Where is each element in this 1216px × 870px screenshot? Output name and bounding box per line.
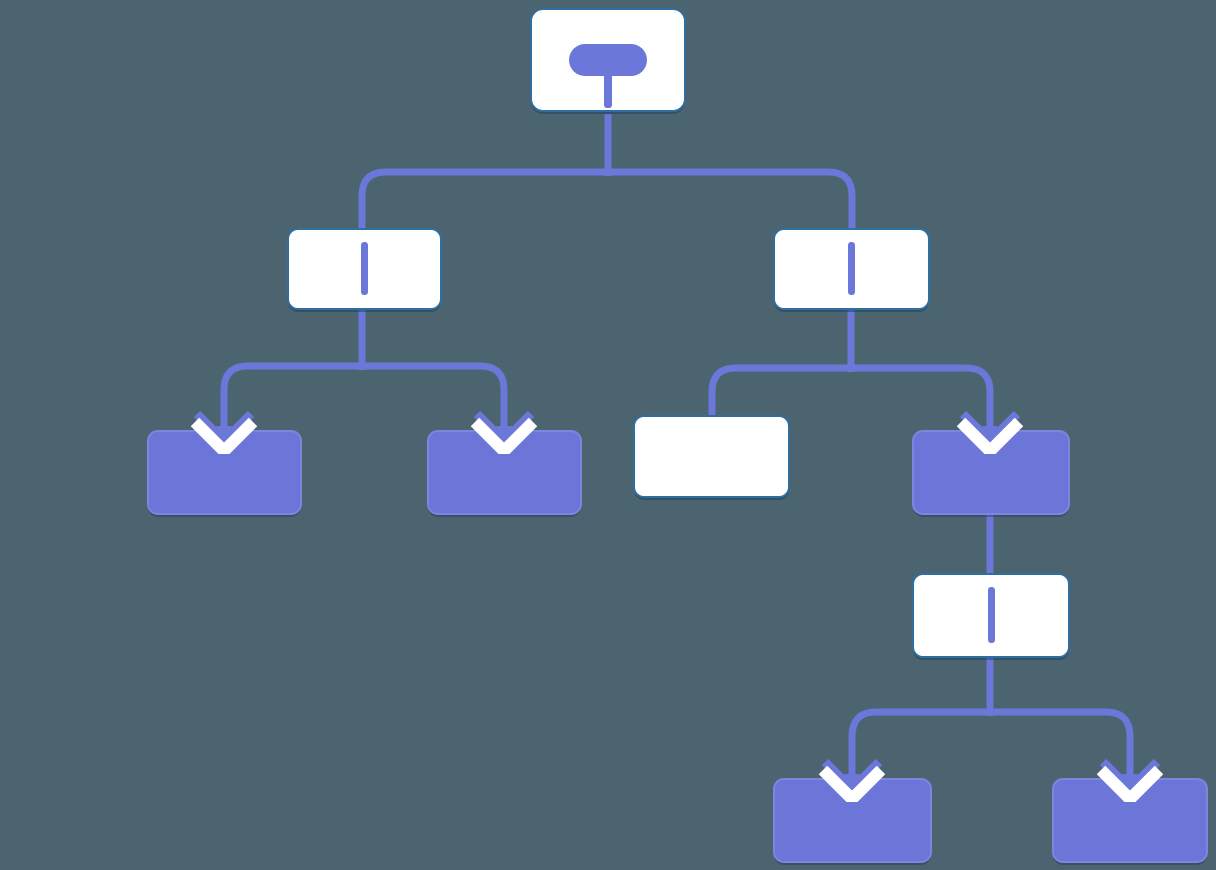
- drop-arrow-icon: [468, 390, 540, 454]
- edge-lower-subtree-bar: [848, 708, 1134, 750]
- root-pill-shape: [569, 44, 647, 76]
- node-child-plain: [633, 415, 790, 498]
- drop-arrow-icon: [1094, 738, 1166, 802]
- pass-through-line-icon: [987, 587, 995, 643]
- pass-through-line-icon: [361, 242, 368, 295]
- node-root: [530, 8, 686, 112]
- drop-arrow-icon: [954, 390, 1026, 454]
- edge-left-subtree-bar: [220, 362, 508, 402]
- node-branch-right: [773, 228, 930, 310]
- edge-level1-bar: [358, 168, 856, 230]
- node-branch-lower: [912, 573, 1070, 658]
- root-pill-stem: [604, 74, 612, 108]
- node-branch-left: [287, 228, 442, 310]
- pass-through-line-icon: [848, 242, 855, 295]
- drop-arrow-icon: [188, 390, 260, 454]
- drop-arrow-icon: [816, 738, 888, 802]
- root-pill-icon: [569, 44, 647, 108]
- edge-right-subtree-bar: [708, 364, 994, 417]
